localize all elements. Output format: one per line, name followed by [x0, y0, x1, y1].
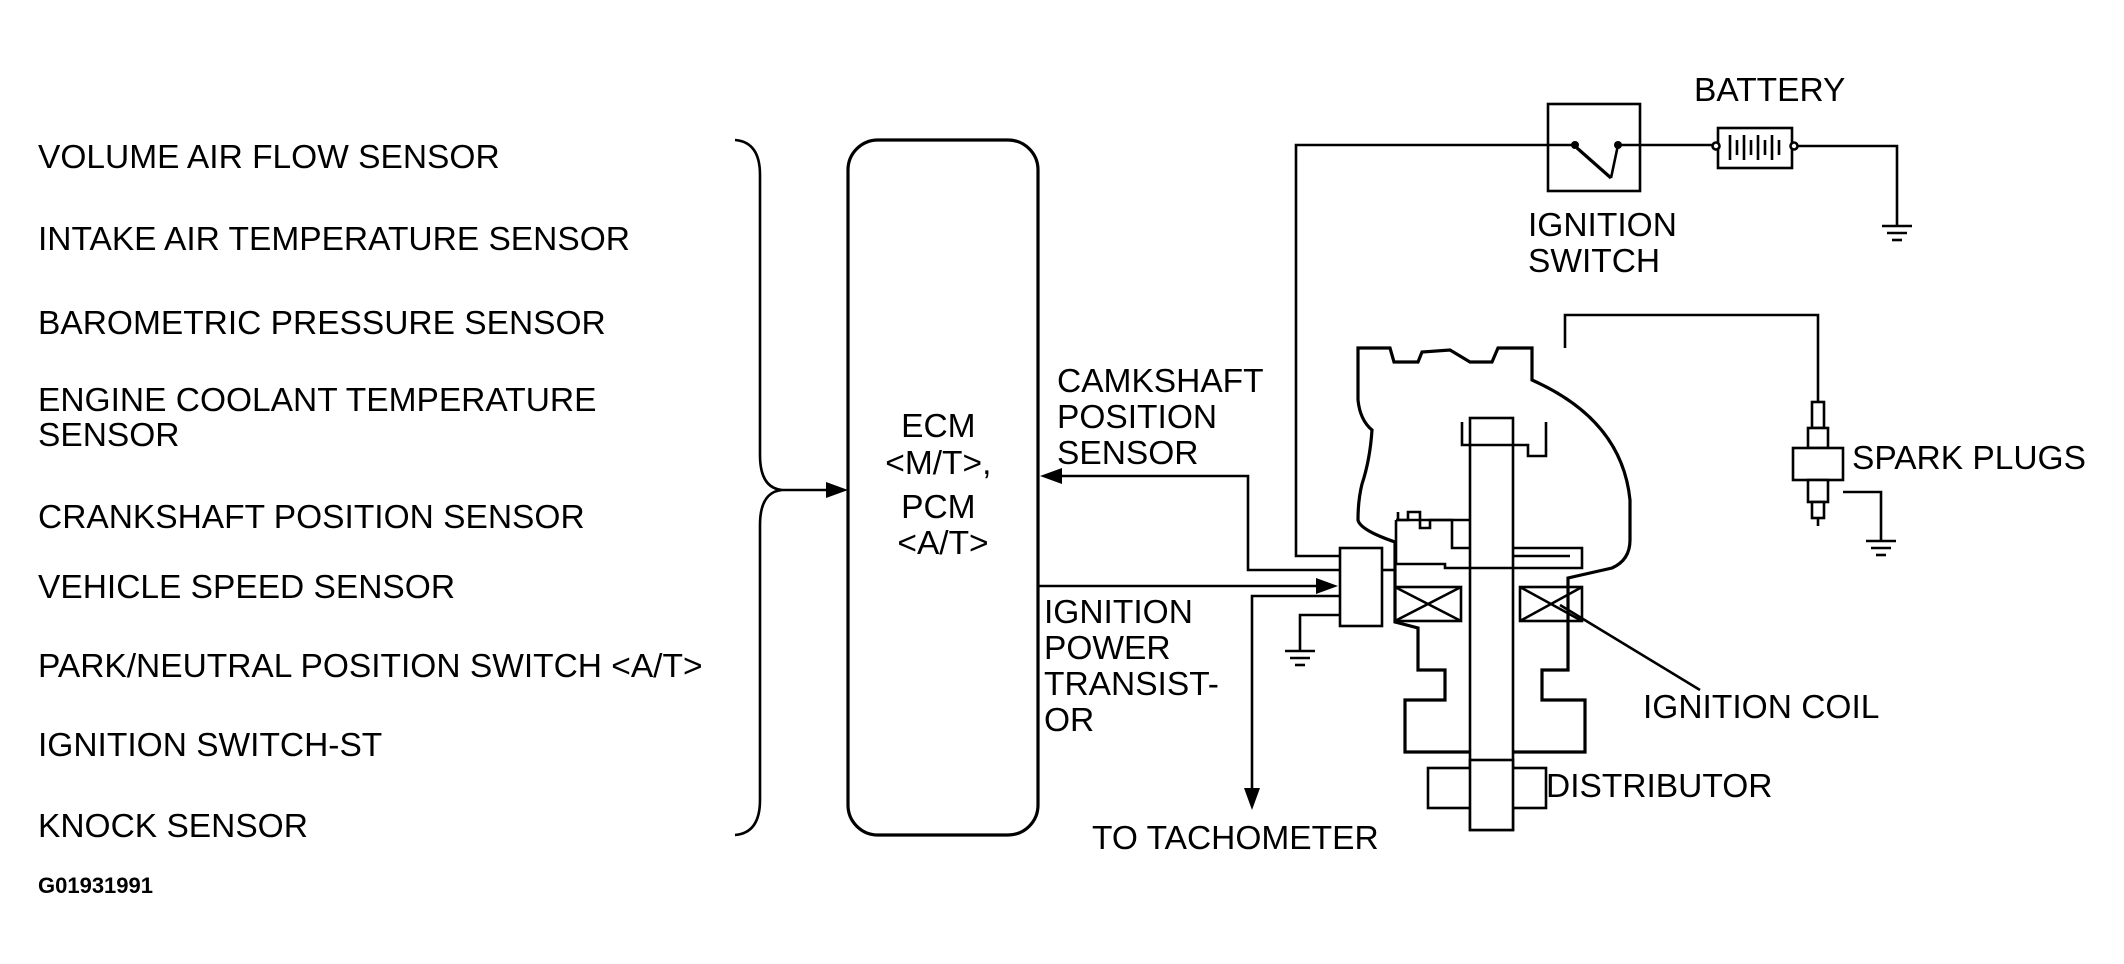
battery-cells	[1728, 135, 1781, 160]
input-sensor-label: INTAKE AIR TEMPERATURE SENSOR	[38, 221, 630, 258]
battery-ground-wire	[1797, 144, 1899, 225]
brace-arrowhead	[826, 482, 848, 498]
ignition-switch-lever	[1575, 146, 1613, 180]
battery-terminal-neg	[1711, 141, 1721, 151]
input-sensor-label: PARK/NEUTRAL POSITION SWITCH <A/T>	[38, 648, 703, 685]
tachometer-arrowhead	[1244, 788, 1260, 810]
battery-ground-icon	[1882, 224, 1912, 242]
input-brace	[734, 138, 783, 837]
tachometer-label: TO TACHOMETER	[1092, 820, 1379, 857]
transistor-ground-icon	[1285, 649, 1315, 667]
ecm-pcm-box	[846, 138, 1040, 837]
transistor-arrowhead	[1316, 578, 1338, 594]
ignition-coil-label: IGNITION COIL	[1643, 689, 1879, 726]
spark-plugs-label: SPARK PLUGS	[1852, 440, 2086, 477]
ignition-switch-label: IGNITION SWITCH	[1528, 207, 1686, 280]
input-sensor-label: VOLUME AIR FLOW SENSOR	[38, 139, 500, 176]
figure-id: G01931991	[38, 873, 153, 898]
battery-terminal-pos	[1789, 141, 1799, 151]
input-sensor-list: VOLUME AIR FLOW SENSOR INTAKE AIR TEMPERA…	[38, 139, 703, 845]
transistor-ground-wire	[1298, 613, 1340, 650]
ignition-switch-box	[1546, 102, 1642, 193]
input-sensor-label: BAROMETRIC PRESSURE SENSOR	[38, 305, 606, 342]
ignition-switch-contact-post	[1609, 144, 1620, 179]
high-tension-lead	[1563, 313, 1820, 405]
distributor-rotor	[1460, 422, 1548, 458]
input-sensor-label: CRANKSHAFT POSITION SENSOR	[38, 499, 585, 536]
distributor-shaft-lower	[1468, 758, 1515, 832]
spark-plug-ground-icon	[1866, 539, 1896, 557]
spark-plug-ground-wire	[1843, 490, 1883, 540]
ignition-feed-line	[1294, 143, 1548, 558]
input-sensor-label: KNOCK SENSOR	[38, 808, 308, 845]
distributor-housing	[1356, 346, 1632, 754]
input-sensor-label: VEHICLE SPEED SENSOR	[38, 569, 455, 606]
power-transistor-label: IGNITION POWER TRANSIST- OR	[1044, 594, 1228, 739]
ecm-pcm-label: ECM <M/T>, PCM <A/T>	[885, 408, 1000, 562]
camshaft-signal-line	[1060, 474, 1340, 572]
distributor-inner-plate	[1394, 520, 1584, 570]
distributor-signal-rotor	[1396, 510, 1470, 550]
camshaft-arrowhead	[1040, 468, 1062, 484]
battery-label: BATTERY	[1694, 72, 1845, 109]
ignition-coil-leader	[1559, 603, 1701, 692]
spark-plug-icon	[1791, 400, 1845, 526]
camshaft-sensor-label: CAMKSHAFT POSITION SENSOR	[1057, 363, 1272, 472]
input-sensor-label: IGNITION SWITCH-ST	[38, 727, 382, 764]
distributor-label: DISTRIBUTOR	[1546, 768, 1772, 805]
ignition-coil-windings	[1393, 585, 1584, 623]
tachometer-line	[1250, 594, 1340, 790]
power-transistor-block	[1338, 546, 1384, 628]
